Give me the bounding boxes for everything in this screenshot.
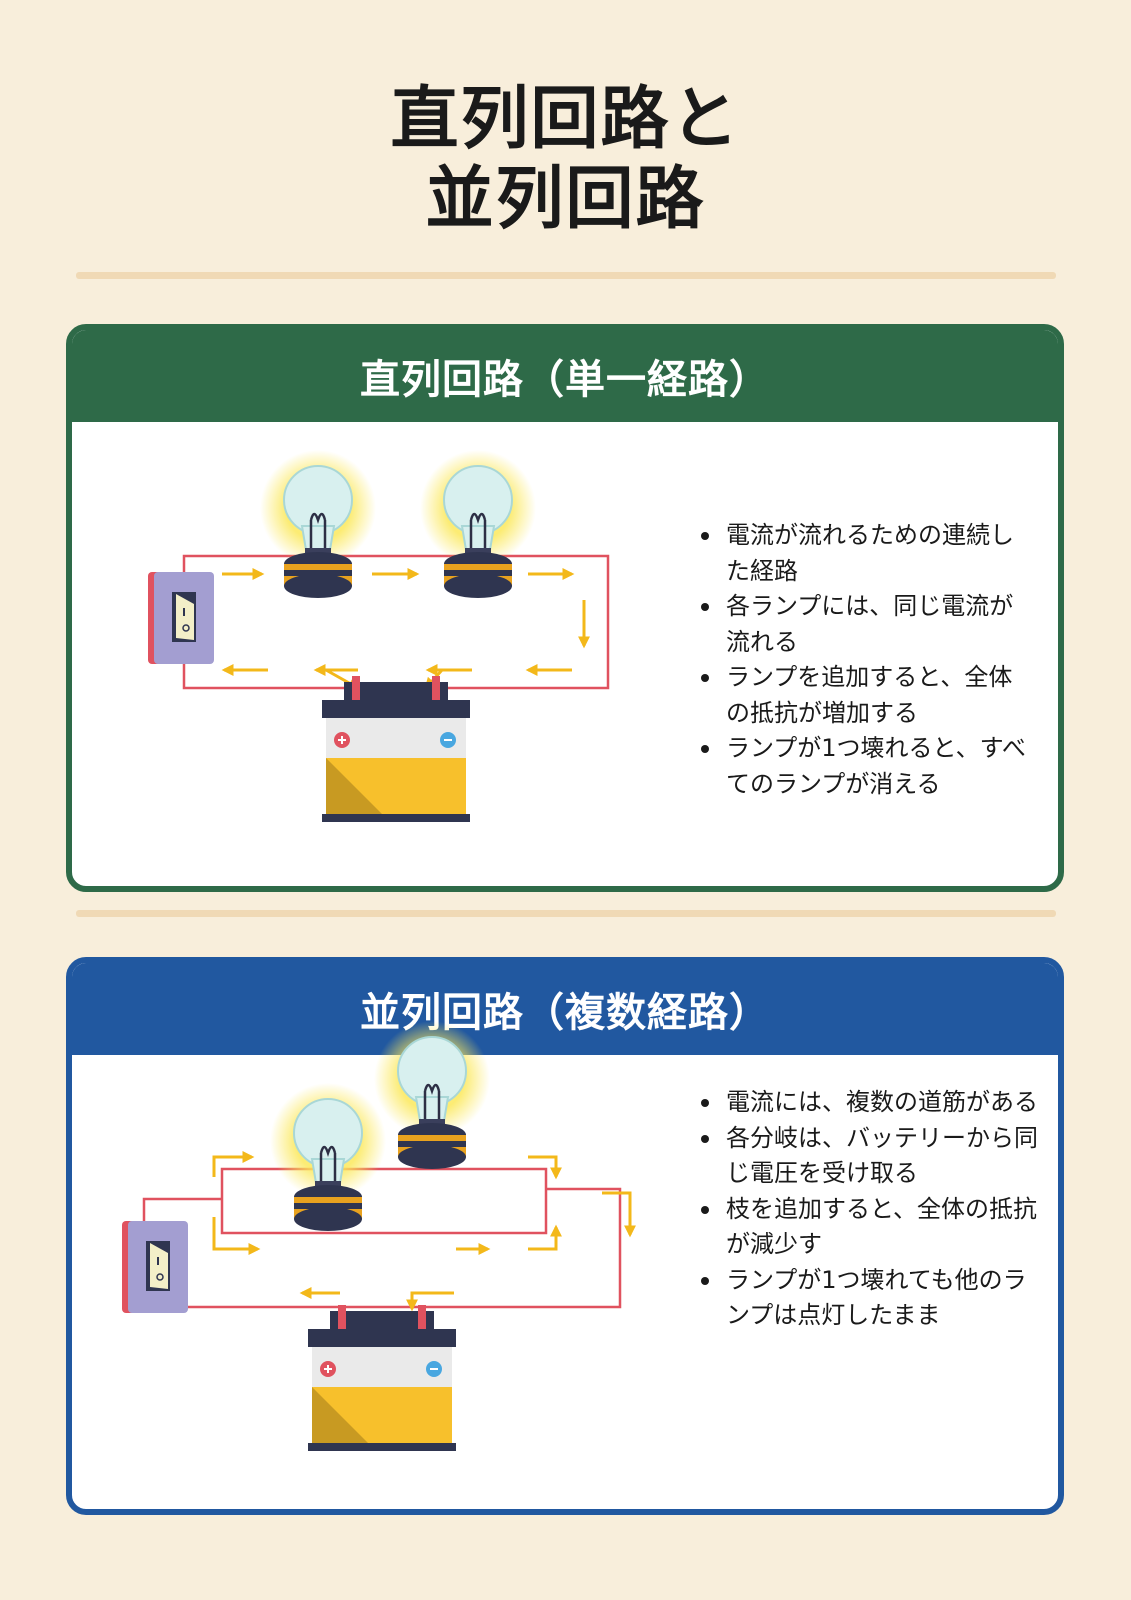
middle-divider [76, 910, 1056, 917]
switch-icon [121, 1220, 189, 1314]
arrow-icon [406, 1291, 454, 1312]
series-circuit-card: 直列回路（単一経路） 電流が流れるための連続した経路 各ランプには、同じ電流が流… [66, 324, 1064, 892]
arrow-icon [212, 1217, 261, 1255]
page-title: 直列回路と 並列回路 [0, 80, 1131, 240]
light-bulb-icon [372, 1019, 492, 1171]
arrow-icon [602, 1191, 636, 1238]
light-bulb-icon [418, 448, 538, 600]
battery-icon [321, 675, 471, 823]
switch-icon [147, 571, 215, 665]
arrow-icon [212, 1151, 255, 1177]
list-item: 各ランプには、同じ電流が流れる [696, 589, 1031, 660]
list-item: ランプが1つ壊れても他のランプは点灯したまま [696, 1263, 1041, 1334]
series-wire-loop [182, 554, 610, 690]
page-title-line-1: 直列回路と [390, 80, 741, 159]
parallel-current-arrows [212, 1151, 636, 1312]
parallel-bullet-list: 電流には、複数の道筋がある 各分岐は、バッテリーから同じ電圧を受け取る 枝を追加… [696, 1085, 1041, 1334]
parallel-circuit-diagram [121, 1019, 636, 1452]
list-item: 各分岐は、バッテリーから同じ電圧を受け取る [696, 1121, 1041, 1192]
light-bulb-icon [268, 1081, 388, 1233]
series-current-arrows [221, 568, 590, 690]
battery-icon [307, 1304, 457, 1452]
parallel-circuit-card: 並列回路（複数経路） 電流には、複数の道筋がある 各分岐は、バッテリーから同じ電… [66, 957, 1064, 1515]
arrow-icon [528, 1224, 562, 1251]
list-item: 枝を追加すると、全体の抵抗が減少す [696, 1192, 1041, 1263]
list-item: 電流には、複数の道筋がある [696, 1085, 1041, 1121]
series-bullet-list: 電流が流れるための連続した経路 各ランプには、同じ電流が流れる ランプを追加する… [696, 518, 1031, 802]
list-item: ランプが1つ壊れると、すべてのランプが消える [696, 731, 1031, 802]
light-bulb-icon [258, 448, 378, 600]
page-title-line-2: 並列回路 [425, 160, 706, 239]
series-circuit-diagram [147, 448, 610, 823]
list-item: ランプを追加すると、全体の抵抗が増加する [696, 660, 1031, 731]
top-divider [76, 272, 1056, 279]
parallel-circuit-heading: 並列回路（複数経路） [72, 963, 1058, 1055]
list-item: 電流が流れるための連続した経路 [696, 518, 1031, 589]
arrow-icon [528, 1155, 562, 1180]
series-circuit-heading: 直列回路（単一経路） [72, 330, 1058, 422]
